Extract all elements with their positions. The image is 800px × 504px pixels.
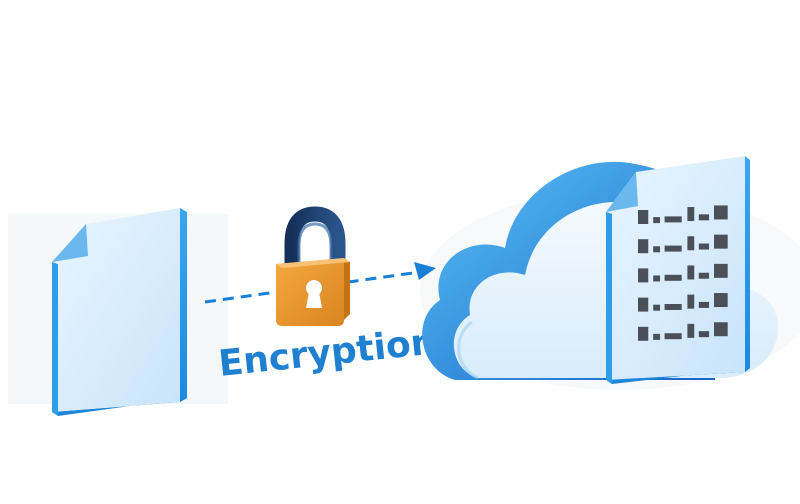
cipher-block [714, 205, 728, 220]
cipher-block [664, 245, 682, 252]
cipher-block [653, 333, 661, 340]
cipher-block [638, 268, 649, 283]
padlock-icon [276, 206, 350, 326]
cipher-block [664, 333, 682, 340]
encrypted-document-icon [606, 156, 750, 384]
cipher-block [698, 301, 710, 308]
cipher-block [638, 326, 649, 341]
encryption-label: Encryption [217, 321, 439, 385]
cipher-block [687, 294, 695, 309]
cipher-block [714, 293, 728, 308]
plain-document-icon [52, 208, 187, 416]
cipher-block [664, 274, 682, 281]
cipher-block [638, 210, 649, 224]
cipher-block [698, 272, 710, 279]
cipher-block [714, 263, 728, 278]
cipher-text-blocks [638, 205, 728, 341]
cipher-block [714, 234, 728, 249]
cipher-block [714, 322, 728, 337]
cipher-block [698, 331, 710, 338]
cipher-block [687, 207, 695, 222]
cipher-block [698, 214, 710, 221]
cipher-block [687, 323, 695, 338]
cipher-block [664, 304, 682, 311]
cipher-block [653, 304, 661, 311]
cipher-block [653, 246, 661, 253]
cipher-block [664, 216, 682, 223]
cipher-block [698, 243, 710, 250]
cipher-block [638, 297, 649, 312]
cipher-block [687, 265, 695, 280]
cipher-block [638, 239, 649, 254]
cipher-block [653, 217, 661, 224]
cipher-block [653, 275, 661, 282]
cipher-block [687, 236, 695, 251]
